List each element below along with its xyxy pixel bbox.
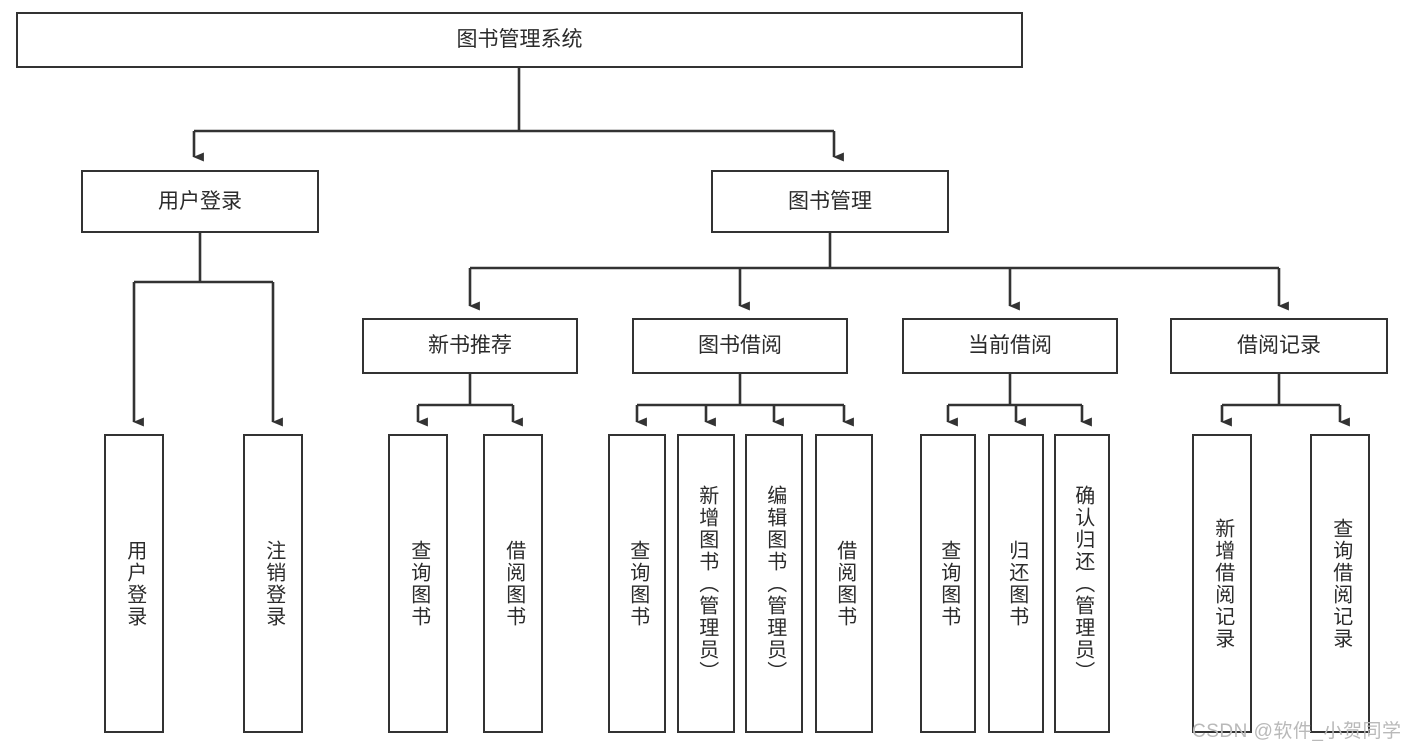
node-book-management[interactable]: 图书管理 bbox=[711, 170, 949, 233]
node-user-login[interactable]: 用户登录 bbox=[81, 170, 319, 233]
leaf-user-login-label: 用户登录 bbox=[123, 539, 146, 628]
leaf-edit-book[interactable]: 编辑图书（管理员） bbox=[745, 434, 803, 733]
node-user-login-label: 用户登录 bbox=[158, 189, 242, 213]
leaf-borrow-book-1[interactable]: 借阅图书 bbox=[483, 434, 543, 733]
leaf-confirm-return-label: 确认归还（管理员） bbox=[1071, 484, 1094, 683]
node-book-borrow-label: 图书借阅 bbox=[698, 334, 782, 358]
leaf-confirm-return[interactable]: 确认归还（管理员） bbox=[1054, 434, 1110, 733]
node-book-borrow[interactable]: 图书借阅 bbox=[632, 318, 848, 374]
node-borrow-records[interactable]: 借阅记录 bbox=[1170, 318, 1388, 374]
leaf-edit-book-label: 编辑图书（管理员） bbox=[763, 484, 786, 683]
leaf-search-book-1-label: 查询图书 bbox=[407, 539, 430, 628]
node-current-borrow-label: 当前借阅 bbox=[968, 334, 1052, 358]
node-current-borrow[interactable]: 当前借阅 bbox=[902, 318, 1118, 374]
node-root-label: 图书管理系统 bbox=[456, 28, 583, 52]
leaf-borrow-book-2[interactable]: 借阅图书 bbox=[815, 434, 873, 733]
node-root[interactable]: 图书管理系统 bbox=[16, 12, 1023, 68]
node-new-book-recommend[interactable]: 新书推荐 bbox=[362, 318, 578, 374]
leaf-logout-label: 注销登录 bbox=[262, 539, 285, 628]
leaf-search-book-1[interactable]: 查询图书 bbox=[388, 434, 448, 733]
leaf-borrow-book-2-label: 借阅图书 bbox=[833, 539, 856, 628]
leaf-add-record[interactable]: 新增借阅记录 bbox=[1192, 434, 1252, 733]
csdn-watermark: CSDN @软件_小贺同学 bbox=[1192, 721, 1402, 742]
leaf-add-book[interactable]: 新增图书（管理员） bbox=[677, 434, 735, 733]
leaf-return-book[interactable]: 归还图书 bbox=[988, 434, 1044, 733]
node-borrow-records-label: 借阅记录 bbox=[1237, 334, 1321, 358]
node-new-book-recommend-label: 新书推荐 bbox=[428, 334, 512, 358]
node-book-management-label: 图书管理 bbox=[788, 189, 872, 213]
leaf-search-book-2-label: 查询图书 bbox=[626, 539, 649, 628]
leaf-query-record[interactable]: 查询借阅记录 bbox=[1310, 434, 1370, 733]
leaf-borrow-book-1-label: 借阅图书 bbox=[502, 539, 525, 628]
leaf-search-book-3-label: 查询图书 bbox=[937, 539, 960, 628]
leaf-add-book-label: 新增图书（管理员） bbox=[695, 484, 718, 683]
leaf-return-book-label: 归还图书 bbox=[1005, 539, 1028, 628]
leaf-query-record-label: 查询借阅记录 bbox=[1329, 517, 1352, 650]
leaf-logout[interactable]: 注销登录 bbox=[243, 434, 303, 733]
leaf-add-record-label: 新增借阅记录 bbox=[1211, 517, 1234, 650]
leaf-user-login[interactable]: 用户登录 bbox=[104, 434, 164, 733]
leaf-search-book-3[interactable]: 查询图书 bbox=[920, 434, 976, 733]
leaf-search-book-2[interactable]: 查询图书 bbox=[608, 434, 666, 733]
